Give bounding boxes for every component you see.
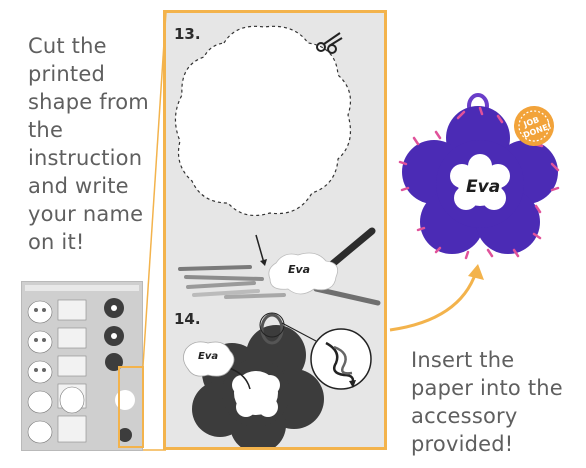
instruction-line: on it! xyxy=(28,230,85,254)
instruction-line: shape from xyxy=(28,90,149,114)
knot-detail xyxy=(310,328,372,390)
instruction-line: Insert the xyxy=(411,348,515,372)
cutout-shape xyxy=(174,25,351,216)
loop-icon xyxy=(260,313,284,345)
job-done-badge: JOB DONE! xyxy=(514,106,554,146)
felt-flower-illustration xyxy=(192,325,324,447)
product-name-label: Eva xyxy=(466,177,500,197)
small-paper-name-label: Eva xyxy=(198,351,219,362)
instruction-line: printed xyxy=(28,62,105,86)
instruction-line: the xyxy=(28,118,64,142)
instruction-panel-illustration xyxy=(174,25,381,447)
arrow-to-product xyxy=(389,271,478,332)
instruction-insert-text: Insert the paper into the accessory prov… xyxy=(411,346,581,458)
instruction-line: accessory xyxy=(411,404,518,428)
step-number-13: 13. xyxy=(174,25,201,43)
instruction-line: and write xyxy=(28,174,129,198)
instruction-line: your name xyxy=(28,202,144,226)
pencil-icon xyxy=(178,227,381,306)
instruction-cut-text: Cut the printed shape from the instructi… xyxy=(28,32,163,256)
instruction-line: Cut the xyxy=(28,34,107,58)
thumbnail-illustration xyxy=(25,285,139,444)
name-paper xyxy=(268,252,339,295)
thumbnail-highlight-box xyxy=(118,366,144,448)
finished-accessory: Eva JOB DONE! xyxy=(398,93,560,260)
instruction-line: paper into the xyxy=(411,376,563,400)
instruction-sheet-thumbnail xyxy=(21,281,144,451)
instruction-panel: 13. 14. Eva Eva xyxy=(163,10,387,450)
paper-name-label: Eva xyxy=(288,263,311,276)
instruction-line: instruction xyxy=(28,146,143,170)
scissors-icon xyxy=(316,32,343,54)
step-number-14: 14. xyxy=(174,310,201,328)
instruction-line: provided! xyxy=(411,432,514,456)
